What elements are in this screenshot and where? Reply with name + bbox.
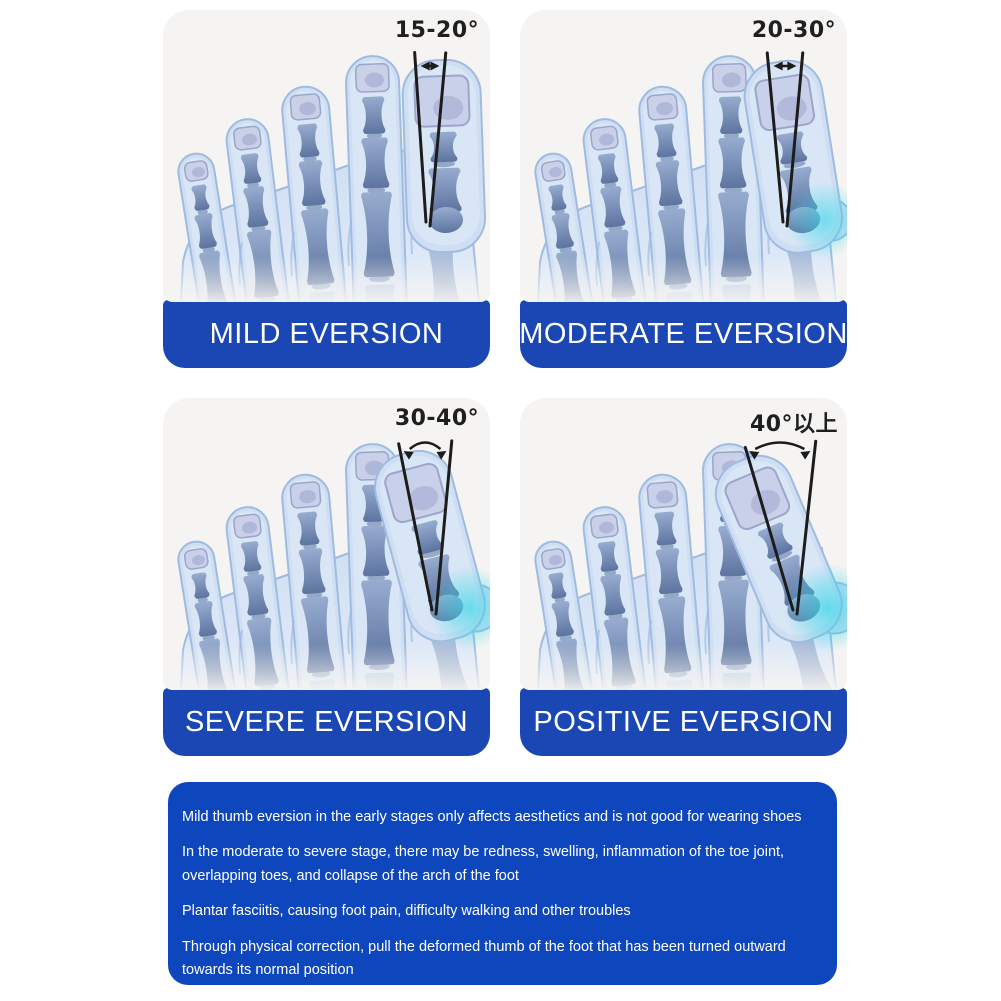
foot-xray-illustration xyxy=(163,439,490,690)
description-paragraph: Plantar fasciitis, causing foot pain, di… xyxy=(182,903,631,920)
description-paragraph: Mild thumb eversion in the early stages … xyxy=(182,809,802,825)
severity-banner: POSITIVE EVERSION xyxy=(520,688,847,756)
description-paragraph: Through physical correction, pull the de… xyxy=(182,938,786,979)
panel-mild-eversion: 15-20° MILD EVERSION xyxy=(163,10,490,368)
panel-positive-eversion: 40°以上 POSITIVE EVERSION xyxy=(520,398,847,756)
description-box: Mild thumb eversion in the early stages … xyxy=(168,782,837,985)
description-paragraph: In the moderate to severe stage, there m… xyxy=(182,844,785,884)
angle-range-label: 40°以上 xyxy=(749,412,839,437)
angle-range-label: 15-20° xyxy=(394,18,480,43)
xray-card-severe: 30-40° xyxy=(163,398,490,690)
xray-card-moderate: 20-30° xyxy=(520,10,847,302)
severity-banner: SEVERE EVERSION xyxy=(163,688,490,756)
panel-severe-eversion: 30-40° SEVERE EVERSION xyxy=(163,398,490,756)
xray-card-positive: 40°以上 xyxy=(520,398,847,690)
foot-xray-illustration xyxy=(520,439,847,690)
xray-card-mild: 15-20° xyxy=(163,10,490,302)
panel-moderate-eversion: 20-30° MODERATE EVERSION xyxy=(519,10,848,368)
severity-title: SEVERE EVERSION xyxy=(184,705,469,738)
severity-banner: MILD EVERSION xyxy=(163,300,490,368)
severity-banner: MODERATE EVERSION xyxy=(519,300,848,368)
foot-xray-illustration xyxy=(520,51,847,302)
severity-title: MILD EVERSION xyxy=(209,317,444,350)
severity-title: MODERATE EVERSION xyxy=(519,317,848,350)
angle-range-label: 30-40° xyxy=(394,406,480,431)
foot-xray-illustration xyxy=(163,51,490,302)
severity-title: POSITIVE EVERSION xyxy=(533,705,834,738)
angle-range-label: 20-30° xyxy=(751,18,837,43)
